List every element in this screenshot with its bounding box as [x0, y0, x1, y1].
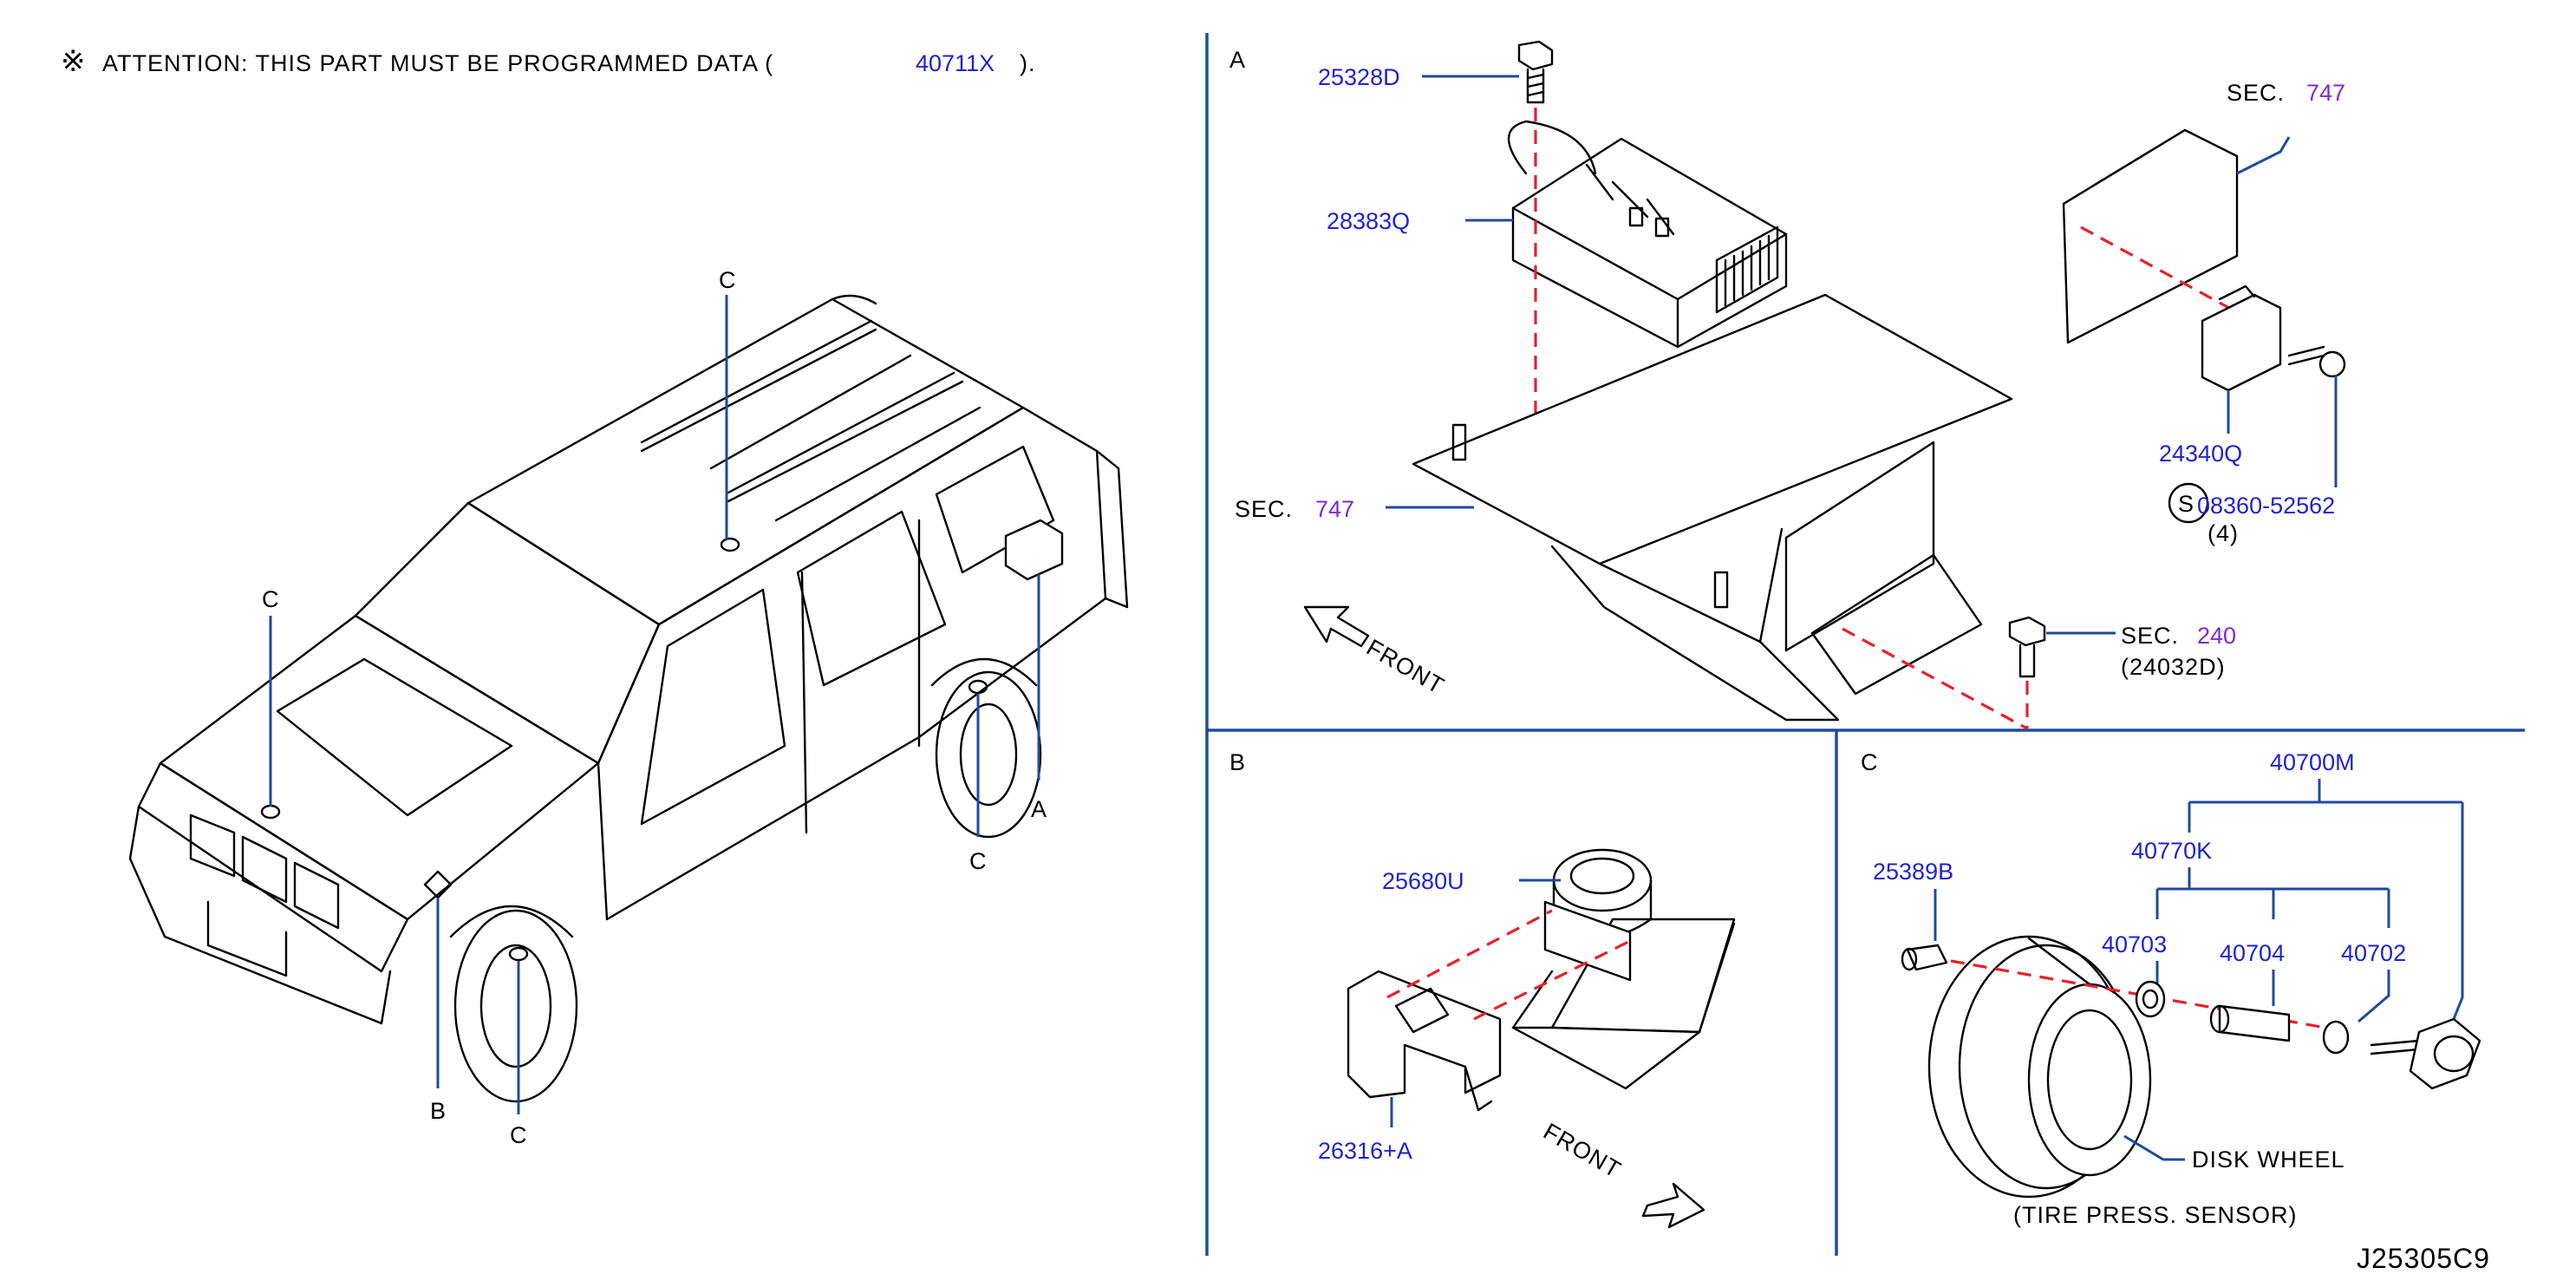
label-c-hood[interactable]: C — [262, 586, 280, 612]
panel-sec-747 — [2062, 128, 2239, 344]
guide-bracket-horn-1 — [1386, 909, 1553, 999]
label-tire-press-sensor: (TIRE PRESS. SENSOR) — [2013, 1202, 2298, 1228]
label-sec-240-prefix: SEC. — [2121, 623, 2179, 649]
guide-panel-unit — [2080, 225, 2238, 314]
label-28383q[interactable]: 28383Q — [1327, 208, 1410, 234]
programmed-part-number[interactable]: 40711X — [916, 50, 995, 76]
nut-40703 — [2135, 980, 2166, 1018]
disk-wheel — [1927, 935, 2152, 1199]
panel-b-title: B — [1229, 749, 1246, 775]
screw-symbol-circle — [2168, 482, 2209, 524]
label-front-b: FRONT — [1539, 1118, 1626, 1183]
bracket-26316a — [1347, 970, 1502, 1112]
label-24032d: (24032D) — [2121, 654, 2226, 680]
label-sec-747-right[interactable]: 747 — [2306, 80, 2345, 106]
label-sec-747-left[interactable]: 747 — [1315, 496, 1354, 522]
label-25680u[interactable]: 25680U — [1382, 868, 1464, 894]
label-front-a: FRONT — [1362, 634, 1449, 699]
attention-text: ATTENTION: THIS PART MUST BE PROGRAMMED … — [102, 50, 773, 76]
label-40700m[interactable]: 40700M — [2270, 749, 2355, 775]
label-disk-wheel: DISK WHEEL — [2192, 1147, 2345, 1173]
panel-c-title: C — [1861, 749, 1879, 775]
front-arrow-a — [1303, 605, 1370, 648]
label-25389b[interactable]: 25389B — [1873, 859, 1953, 885]
attention-close: ). — [1020, 50, 1036, 76]
label-24340q[interactable]: 24340Q — [2159, 441, 2242, 467]
label-25328d[interactable]: 25328D — [1318, 64, 1400, 90]
module-28383q — [1507, 120, 1788, 349]
bolt-25328d — [1517, 40, 1554, 104]
attention-mark: ※ — [61, 45, 87, 78]
label-sec-747-right-prefix: SEC. — [2227, 80, 2285, 106]
panel-a-title: A — [1229, 47, 1246, 73]
label-40702[interactable]: 40702 — [2341, 940, 2406, 966]
screw-symbol: S — [2178, 491, 2194, 517]
unit-24340q — [2201, 284, 2282, 392]
vehicle-illustration — [128, 294, 1129, 1103]
guide-bracket-horn-2 — [1473, 939, 1631, 1021]
label-sec-240[interactable]: 240 — [2197, 623, 2236, 649]
mounting-bracket — [1412, 293, 2013, 722]
guide-bracket-bolt — [1842, 627, 2028, 730]
label-40704[interactable]: 40704 — [2220, 940, 2285, 966]
valve-stem-40704 — [2209, 1004, 2291, 1042]
front-arrow-b — [1641, 1182, 1705, 1229]
diagram-code: J25305C9 — [2357, 1243, 2490, 1274]
label-c-rear-wheel[interactable]: C — [969, 848, 988, 874]
label-a[interactable]: A — [1031, 796, 1047, 822]
tire-pressure-sensor — [2370, 1017, 2481, 1090]
label-sec-747-left-prefix: SEC. — [1235, 496, 1293, 522]
screw-08360-52562 — [2287, 345, 2346, 378]
label-26316a[interactable]: 26316+A — [1318, 1138, 1412, 1164]
label-screw-qty: (4) — [2208, 520, 2239, 546]
label-40770k[interactable]: 40770K — [2131, 838, 2212, 864]
bolt-24032d — [2008, 616, 2046, 678]
label-b[interactable]: B — [430, 1098, 447, 1124]
grommet-40702 — [2322, 1020, 2350, 1055]
label-08360-52562[interactable]: 08360-52562 — [2197, 493, 2335, 519]
label-40703[interactable]: 40703 — [2102, 931, 2167, 957]
label-c-roof[interactable]: C — [719, 267, 737, 293]
label-c-front-wheel[interactable]: C — [510, 1122, 528, 1148]
horn-25680u — [1511, 848, 1736, 1090]
valve-cap-25389b — [1901, 944, 1948, 971]
